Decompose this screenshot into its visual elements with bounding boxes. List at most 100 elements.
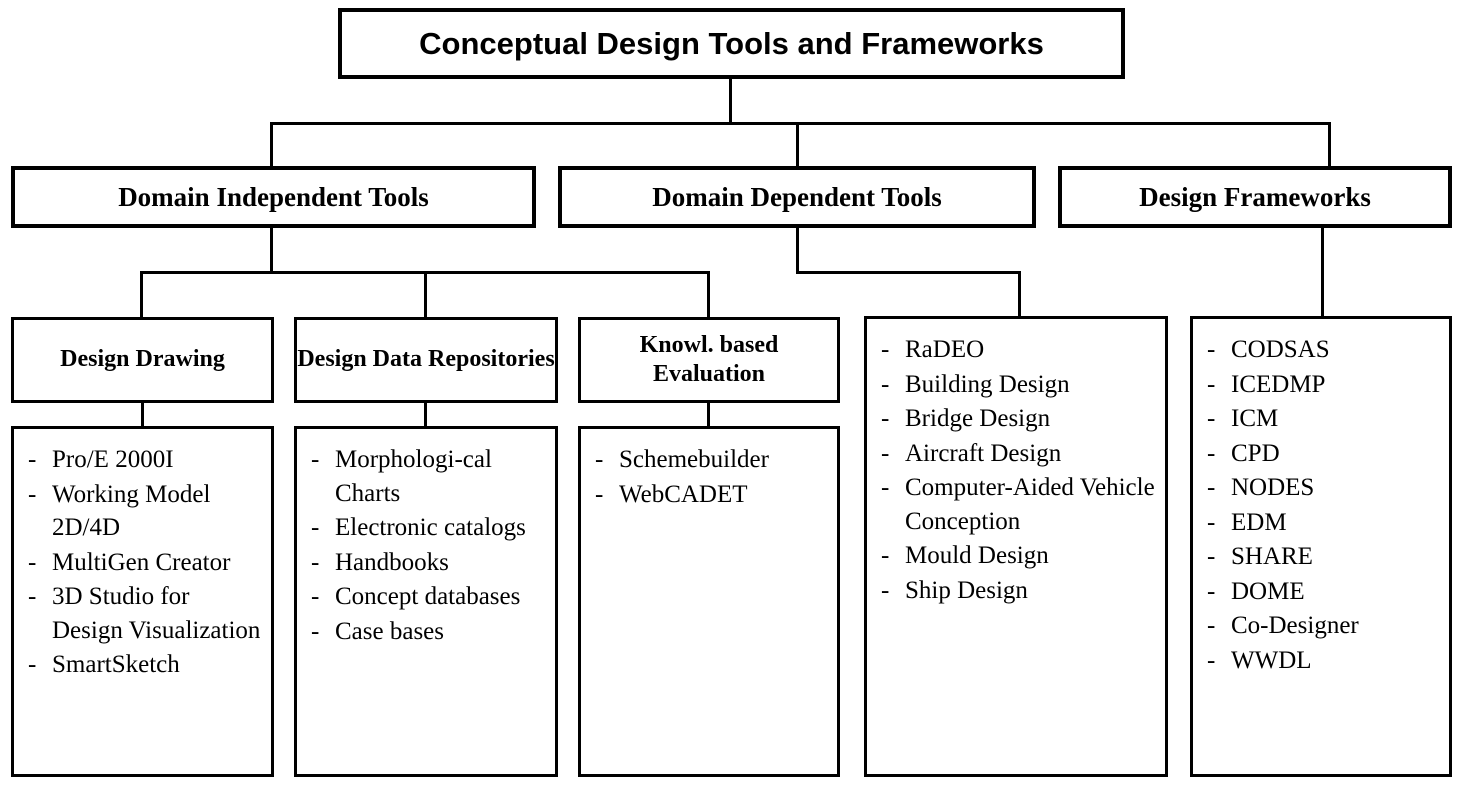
category-label-design-frameworks: Design Frameworks xyxy=(1139,181,1371,212)
list-item[interactable]: -EDM xyxy=(1203,506,1443,540)
connector-design-drawing-to-list xyxy=(141,403,144,428)
bullet-dash: - xyxy=(1207,474,1216,501)
list-item[interactable]: -ICM xyxy=(1203,402,1443,436)
list-item-label: 3D Studio for Design Visualization xyxy=(52,583,261,644)
connector-drop-design-frameworks xyxy=(1328,122,1331,168)
list-item[interactable]: -Mould Design xyxy=(877,539,1159,573)
bullet-dash: - xyxy=(1207,577,1216,605)
list-item-label: Schemebuilder xyxy=(619,446,769,473)
list-item[interactable]: -Bridge Design xyxy=(877,402,1159,436)
list-item-label: ICEDMP xyxy=(1231,370,1326,398)
category-box-domain-dependent-tools[interactable]: Domain Dependent Tools xyxy=(558,166,1036,228)
list-item[interactable]: -Aircraft Design xyxy=(877,437,1159,471)
bullet-dash: - xyxy=(28,651,37,678)
list-item[interactable]: -CODSAS xyxy=(1203,333,1443,367)
list-item-label: SmartSketch xyxy=(52,651,180,678)
list-item[interactable]: -SmartSketch xyxy=(24,648,265,682)
bullet-dash: - xyxy=(28,446,37,473)
list-item-label: Pro/E 2000I xyxy=(52,446,174,473)
bullet-dash: - xyxy=(595,446,604,473)
connector-drop-domain-independent xyxy=(270,122,273,168)
connector-root-stem xyxy=(729,78,732,124)
list-design-frameworks: -CODSAS -ICEDMP -ICM -CPD -NODES -EDM -S… xyxy=(1203,333,1443,677)
list-item-label: Co-Designer xyxy=(1231,612,1359,639)
list-item[interactable]: -Concept databases xyxy=(307,580,549,614)
root-title-box: Conceptual Design Tools and Frameworks xyxy=(338,8,1125,79)
list-item-label: Working Model 2D/4D xyxy=(52,480,211,542)
bullet-dash: - xyxy=(311,617,320,645)
subheader-label-design-drawing: Design Drawing xyxy=(60,346,225,373)
list-item[interactable]: -3D Studio for Design Visualization xyxy=(24,580,265,647)
connector-dd-stem xyxy=(796,228,799,273)
list-item-label: NODES xyxy=(1231,474,1315,501)
list-item[interactable]: -RaDEO xyxy=(877,333,1159,367)
category-box-domain-independent-tools[interactable]: Domain Independent Tools xyxy=(11,166,536,228)
list-item[interactable]: -Computer-Aided Vehicle Conception xyxy=(877,471,1159,538)
bullet-dash: - xyxy=(1207,336,1216,363)
connector-drop-domain-dependent-list xyxy=(1018,271,1021,318)
root-title-label: Conceptual Design Tools and Frameworks xyxy=(419,25,1044,61)
connector-knowl-eval-to-list xyxy=(707,403,710,428)
connector-dd-bus xyxy=(796,271,1021,274)
list-item-label: Mould Design xyxy=(905,542,1049,569)
category-box-design-frameworks[interactable]: Design Frameworks xyxy=(1058,166,1452,228)
list-item-label: RaDEO xyxy=(905,336,985,363)
connector-drop-design-data xyxy=(424,271,427,319)
bullet-dash: - xyxy=(881,439,890,467)
list-item-label: Morphologi-cal Charts xyxy=(335,446,492,507)
list-item-label: WebCADET xyxy=(619,480,748,508)
list-item-label: Electronic catalogs xyxy=(335,514,526,541)
list-item[interactable]: -Electronic catalogs xyxy=(307,511,549,545)
list-item-label: Ship Design xyxy=(905,576,1028,604)
list-item[interactable]: -Pro/E 2000I xyxy=(24,443,265,477)
bullet-dash: - xyxy=(311,583,320,610)
subheader-box-design-data-repositories[interactable]: Design Data Repositories xyxy=(294,317,558,403)
list-item[interactable]: -Co-Designer xyxy=(1203,609,1443,643)
list-knowl-based-evaluation: -Schemebuilder -WebCADET xyxy=(591,443,831,511)
list-item[interactable]: -MultiGen Creator xyxy=(24,546,265,580)
list-item-label: WWDL xyxy=(1231,646,1312,674)
list-box-knowl-based-evaluation: -Schemebuilder -WebCADET xyxy=(578,426,840,777)
list-item-label: Concept databases xyxy=(335,583,521,610)
bullet-dash: - xyxy=(881,405,890,432)
list-item-label: Case bases xyxy=(335,617,444,645)
subheader-box-knowl-based-evaluation[interactable]: Knowl. based Evaluation xyxy=(578,317,840,403)
bullet-dash: - xyxy=(881,576,890,604)
list-item[interactable]: -Schemebuilder xyxy=(591,443,831,477)
list-item-label: Handbooks xyxy=(335,548,449,576)
list-item[interactable]: -Case bases xyxy=(307,615,549,649)
connector-root-bus xyxy=(270,122,1331,125)
bullet-dash: - xyxy=(1207,370,1216,398)
list-item[interactable]: -SHARE xyxy=(1203,540,1443,574)
list-item-label: ICM xyxy=(1231,405,1279,432)
connector-df-stem xyxy=(1321,228,1324,318)
list-item-label: Aircraft Design xyxy=(905,439,1062,467)
list-item[interactable]: -Working Model 2D/4D xyxy=(24,478,265,545)
list-item[interactable]: -CPD xyxy=(1203,437,1443,471)
list-item[interactable]: -WebCADET xyxy=(591,478,831,512)
list-box-domain-dependent-tools: -RaDEO -Building Design -Bridge Design -… xyxy=(864,316,1168,777)
list-item[interactable]: -Building Design xyxy=(877,368,1159,402)
list-item-label: DOME xyxy=(1231,577,1305,605)
list-item[interactable]: -Handbooks xyxy=(307,546,549,580)
bullet-dash: - xyxy=(1207,508,1216,536)
bullet-dash: - xyxy=(881,474,890,501)
list-item[interactable]: -Ship Design xyxy=(877,574,1159,608)
bullet-dash: - xyxy=(311,548,320,576)
list-item[interactable]: -ICEDMP xyxy=(1203,368,1443,402)
list-item-label: MultiGen Creator xyxy=(52,548,231,576)
list-item[interactable]: -NODES xyxy=(1203,471,1443,505)
subheader-label-knowl-based-evaluation: Knowl. based Evaluation xyxy=(639,331,779,387)
bullet-dash: - xyxy=(881,336,890,363)
connector-design-data-to-list xyxy=(424,403,427,428)
bullet-dash: - xyxy=(595,480,604,508)
subheader-box-design-drawing[interactable]: Design Drawing xyxy=(11,317,274,403)
list-item[interactable]: -Morphologi-cal Charts xyxy=(307,443,549,510)
connector-di-stem xyxy=(270,228,273,273)
connector-drop-domain-dependent xyxy=(796,122,799,168)
bullet-dash: - xyxy=(311,446,320,473)
list-item[interactable]: -DOME xyxy=(1203,575,1443,609)
list-item[interactable]: -WWDL xyxy=(1203,644,1443,678)
list-item-label: Computer-Aided Vehicle Conception xyxy=(905,474,1155,535)
